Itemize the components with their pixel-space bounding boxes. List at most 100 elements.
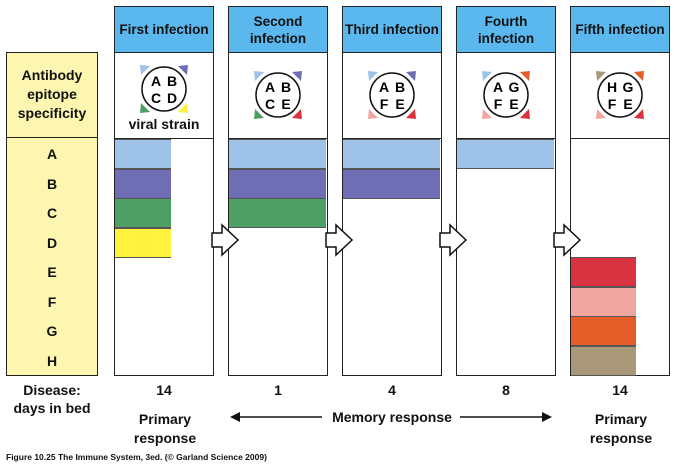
epitope-label-bl: F [608, 96, 617, 112]
memory-response-arrow [230, 412, 552, 422]
days-in-bed-value: 4 [388, 382, 396, 398]
antibody-bar-h [571, 345, 636, 376]
epitope-spike-br [292, 109, 302, 119]
epitope-spike-tr [634, 71, 644, 81]
epitope-spike-tr [406, 71, 416, 81]
epitope-label-br: E [623, 96, 632, 112]
epitope-spike-tr [520, 71, 530, 81]
epitope-letter-a: A [46, 146, 58, 162]
virus-body [597, 72, 643, 118]
epitope-letter-h: H [46, 352, 58, 369]
epitope-label-tr: B [167, 73, 177, 89]
days-in-bed-value: 8 [502, 382, 510, 398]
epitope-letter-e: E [47, 264, 57, 280]
epitope-spike-tl [140, 65, 150, 75]
epitope-spike-bl [596, 109, 606, 119]
days-in-bed-value: 14 [612, 382, 628, 398]
epitope-spike-tr [178, 65, 188, 75]
epitope-spike-bl [140, 103, 150, 113]
epitope-label-tr: B [395, 79, 405, 95]
epitope-spike-tl [482, 71, 492, 81]
virus-body [141, 66, 187, 112]
memory-response-label: Memory response [332, 409, 452, 425]
primary-response-fifth: Primary response [589, 411, 653, 446]
primary-response-first: Primary response [133, 411, 197, 446]
transition-arrow-4 [553, 223, 582, 257]
days-in-bed-value: 14 [156, 382, 172, 398]
epitope-label-bl: C [151, 90, 161, 106]
epitope-label-tl: A [265, 79, 275, 95]
epitope-spike-tl [596, 71, 606, 81]
epitope-label-bl: C [265, 96, 275, 112]
epitope-letter-c: C [46, 205, 58, 221]
disease-label: Disease: [23, 382, 81, 398]
viral-strain-label: viral strain [128, 116, 200, 132]
epitope-label-tr: G [623, 79, 634, 95]
days-in-bed-label: days in bed [13, 400, 91, 416]
epitope-label-tl: A [379, 79, 389, 95]
epitope-label-bl: F [380, 96, 389, 112]
epitope-spike-br [178, 103, 188, 113]
days-in-bed-value: 1 [274, 382, 282, 398]
antibody-bar-c [229, 198, 326, 228]
antibody-bar-b [229, 168, 326, 199]
figure-caption: Figure 10.25 The Immune System, 3ed. (© … [6, 452, 267, 462]
epitope-sidebar [6, 52, 98, 376]
antibody-bar-e [571, 257, 636, 287]
epitope-spike-bl [368, 109, 378, 119]
infection-title: Second infection [229, 7, 327, 53]
epitope-label-tr: G [509, 79, 520, 95]
infection-title: Fourth infection [457, 7, 555, 53]
epitope-spike-br [406, 109, 416, 119]
epitope-spike-bl [254, 109, 264, 119]
infection-title: Third infection [343, 7, 441, 53]
epitope-label-br: E [395, 96, 404, 112]
epitope-letter-b: B [46, 175, 58, 192]
epitope-spike-tl [254, 71, 264, 81]
epitope-label-bl: F [494, 96, 503, 112]
antibody-bar-a [457, 139, 554, 169]
epitope-spike-tl [368, 71, 378, 81]
epitope-label-tl: A [151, 73, 161, 89]
infection-title: First infection [115, 7, 213, 53]
epitope-spike-br [634, 109, 644, 119]
antibody-bar-b [115, 168, 171, 199]
epitope-letter-d: D [46, 234, 58, 251]
epitope-letter-f: F [47, 293, 57, 310]
epitope-letter-g: G [46, 323, 58, 339]
infection-title: Fifth infection [571, 7, 669, 53]
epitope-label-br: E [281, 96, 290, 112]
virus-body [483, 72, 529, 118]
epitope-spike-tr [292, 71, 302, 81]
antibody-bar-f [571, 286, 636, 317]
transition-arrow-1 [211, 223, 240, 257]
virus-body [369, 72, 415, 118]
epitope-label-br: E [509, 96, 518, 112]
virus-body [255, 72, 301, 118]
transition-arrow-3 [439, 223, 468, 257]
epitope-label-tl: A [493, 79, 503, 95]
sidebar-header: Antibody epitope specificity [6, 52, 98, 138]
epitope-label-br: D [167, 90, 177, 106]
epitope-label-tr: B [281, 79, 291, 95]
epitope-spike-bl [482, 109, 492, 119]
antibody-bar-d [115, 227, 171, 258]
epitope-label-tl: H [607, 79, 617, 95]
antibody-bar-c [115, 198, 171, 228]
